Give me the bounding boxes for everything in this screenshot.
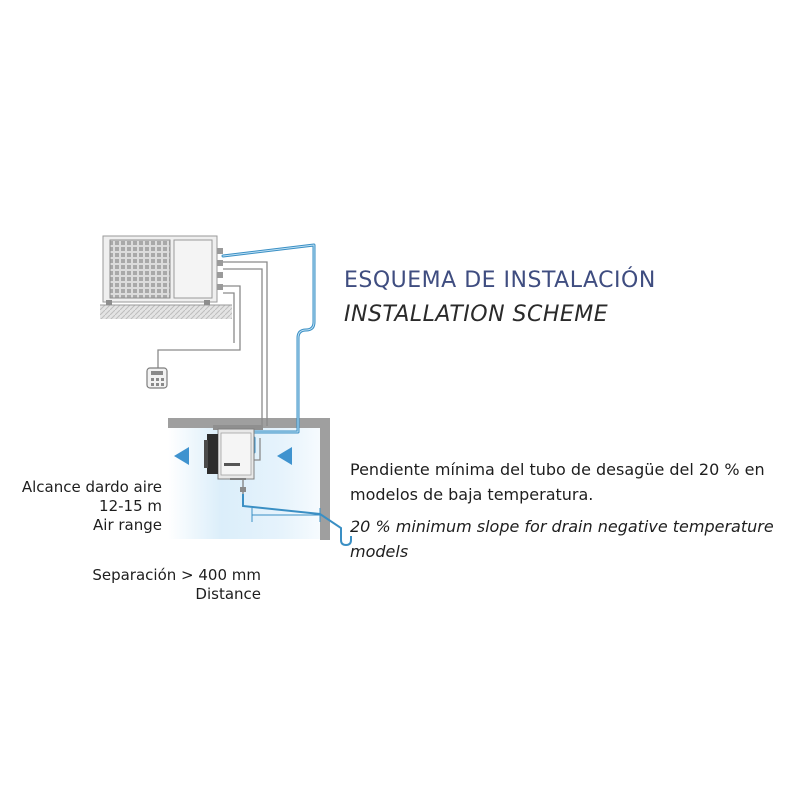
evaporator-fan	[207, 434, 218, 474]
room-ceiling	[168, 418, 330, 428]
air-range-es: Alcance dardo aire	[21, 478, 162, 496]
air-range-label: Alcance dardo aire 12-15 m Air range	[22, 478, 162, 535]
distance-en: Distance	[195, 585, 261, 603]
evaporator-unit	[204, 425, 263, 494]
wiring	[157, 261, 268, 461]
air-range-en: Air range	[93, 516, 162, 534]
unit-base-hatch	[100, 305, 232, 319]
drain-note-english: 20 % minimum slope for drain negative te…	[350, 517, 774, 561]
drain-note-spanish: Pendiente mínima del tubo de desagüe del…	[350, 460, 765, 504]
distance-label: Separación > 400 mm Distance	[92, 566, 261, 604]
air-flow-arrow-icon	[174, 447, 189, 465]
air-range-value: 12-15 m	[99, 497, 162, 515]
evaporator-mount	[213, 425, 263, 430]
distance-es: Separación > 400 mm	[92, 566, 261, 584]
separation-dimension	[251, 508, 321, 522]
remote-control-icon	[146, 367, 168, 389]
unit-side-panel	[173, 239, 213, 299]
room-wall	[320, 418, 330, 540]
condensing-unit	[100, 235, 232, 319]
title-english: INSTALLATION SCHEME	[344, 302, 609, 327]
drain-pipe	[242, 494, 352, 547]
unit-fan-grille	[109, 239, 171, 299]
air-return-arrow-icon	[277, 447, 292, 465]
title-spanish: ESQUEMA DE INSTALACIÓN	[344, 268, 656, 293]
